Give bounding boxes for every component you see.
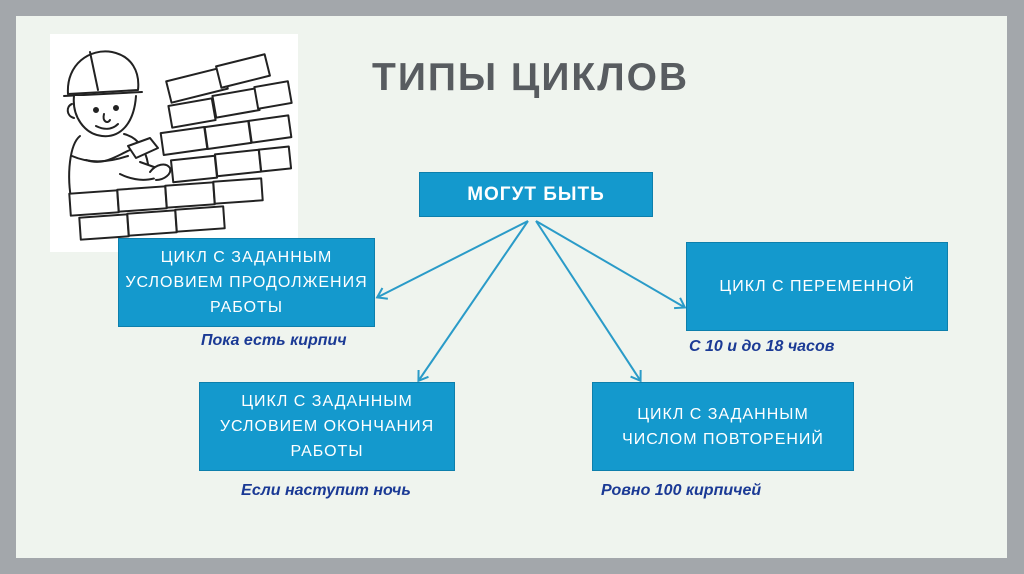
bricklayer-illustration <box>50 34 298 252</box>
cycle-variable-box: ЦИКЛ С ПЕРЕМЕННОЙ <box>686 242 948 331</box>
cycle-count-example: Ровно 100 кирпичей <box>601 482 762 499</box>
slide: ТИПЫ ЦИКЛОВ МОГУТ БЫТЬ ЦИКЛ С ЗАДАННЫМ У… <box>16 16 1007 558</box>
cycle-count-label: ЦИКЛ С ЗАДАННЫМ ЧИСЛОМ ПОВТОРЕНИЙ <box>622 405 824 448</box>
slide-title: ТИПЫ ЦИКЛОВ <box>372 56 690 99</box>
cycle-continue-label: ЦИКЛ С ЗАДАННЫМ УСЛОВИЕМ ПРОДОЛЖЕНИЯ РАБ… <box>125 249 368 316</box>
cycle-count-box: ЦИКЛ С ЗАДАННЫМ ЧИСЛОМ ПОВТОРЕНИЙ <box>592 382 854 471</box>
center-label: МОГУТ БЫТЬ <box>467 184 605 205</box>
arrow-to-end <box>417 220 529 383</box>
cycle-continue-example: Пока есть кирпич <box>201 332 347 349</box>
arrow-to-continue <box>375 220 529 300</box>
cycle-end-label: ЦИКЛ С ЗАДАННЫМ УСЛОВИЕМ ОКОНЧАНИЯ РАБОТ… <box>219 393 435 460</box>
center-box: МОГУТ БЫТЬ <box>419 172 653 217</box>
arrow-to-variable <box>535 220 687 310</box>
arrows-diagram <box>375 220 687 383</box>
cycle-variable-example: С 10 и до 18 часов <box>689 338 835 355</box>
cycle-variable-label: ЦИКЛ С ПЕРЕМЕННОЙ <box>719 278 915 295</box>
cycle-continue-box: ЦИКЛ С ЗАДАННЫМ УСЛОВИЕМ ПРОДОЛЖЕНИЯ РАБ… <box>118 238 375 327</box>
arrow-to-count <box>535 220 642 383</box>
cycle-end-example: Если наступит ночь <box>241 482 411 499</box>
cycle-end-box: ЦИКЛ С ЗАДАННЫМ УСЛОВИЕМ ОКОНЧАНИЯ РАБОТ… <box>199 382 455 471</box>
